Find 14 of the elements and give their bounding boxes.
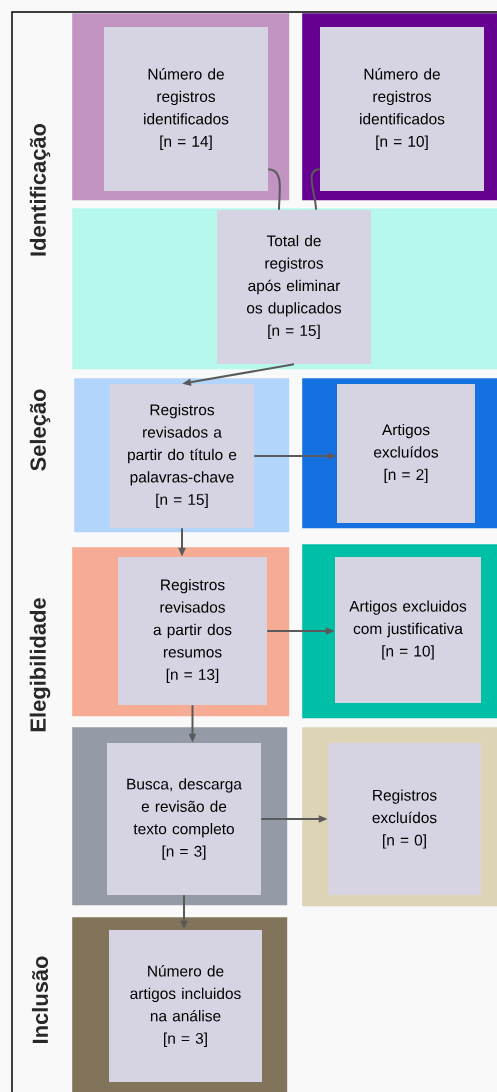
process-box: Artigos excluidos com justificativa [n = 10] bbox=[335, 557, 481, 703]
process-box: Artigos excluídos [n = 2] bbox=[337, 384, 475, 523]
process-box: Registros revisados a partir dos resumos [n = 13] bbox=[118, 557, 267, 705]
stage-label: Seleção bbox=[29, 389, 51, 471]
process-box: Número de registros identificados [n = 14] bbox=[104, 27, 268, 191]
process-box: Registros revisados a partir do título e palavras-chave [n = 15] bbox=[110, 384, 254, 528]
process-box: Registros excluídos [n = 0] bbox=[328, 743, 481, 895]
process-box: Total de registros após eliminar os duplicados [n = 15] bbox=[217, 210, 371, 364]
process-box: Número de artigos incluidos na análise [n = 3] bbox=[109, 930, 262, 1082]
process-box: Busca, descarga e revisão de texto completo [n = 3] bbox=[107, 743, 261, 895]
process-box: Número de registros identificados [n = 10] bbox=[320, 27, 484, 191]
stage-label: Inclusão bbox=[31, 956, 49, 1043]
stage-label: Identificação bbox=[29, 123, 51, 256]
stage-label: Elegibilidade bbox=[29, 598, 51, 732]
